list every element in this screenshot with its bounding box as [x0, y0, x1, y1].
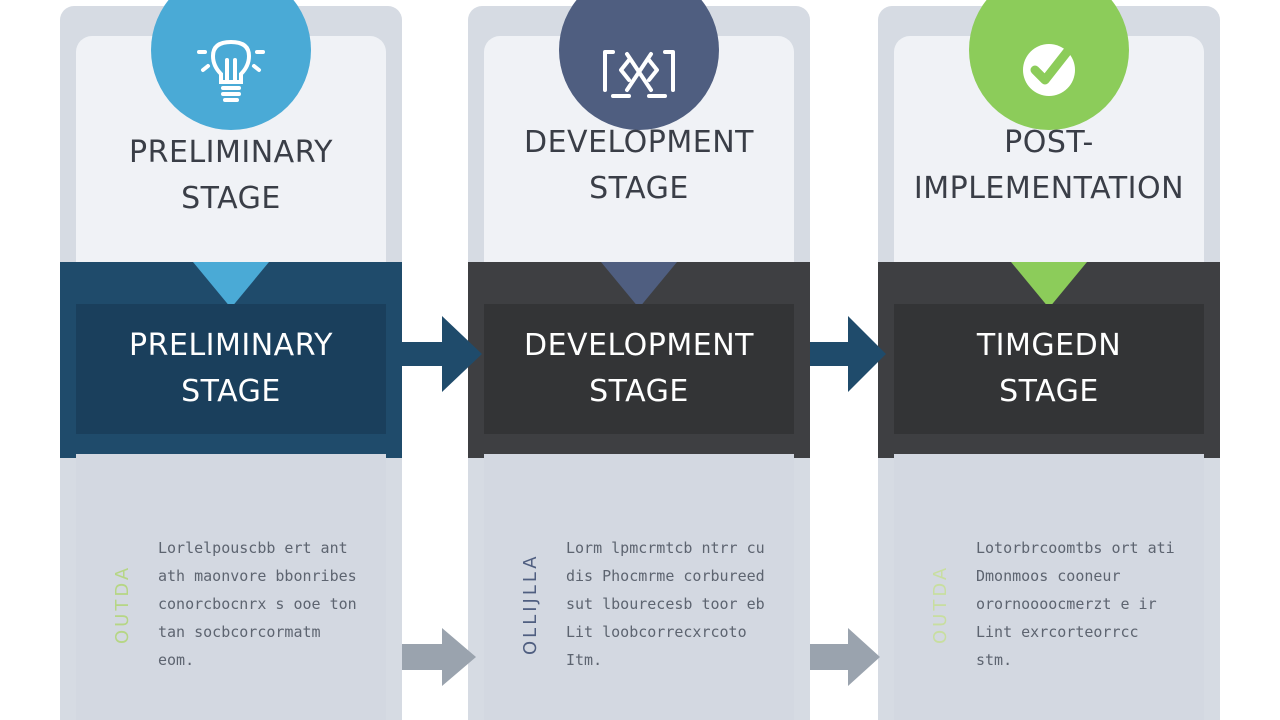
stage-description: Lorm lpmcrmtcb ntrr cu dis Phocmrme corb… — [566, 539, 765, 669]
stage-label-line1: DEVELOPMENT — [524, 328, 754, 363]
arrow-right-icon — [810, 316, 886, 392]
stage-column-preliminary: PRELIMINARY STAGE PRELIMINARY STAGE OUTD… — [60, 0, 402, 720]
side-label: OUTDA — [112, 564, 133, 644]
arrow-right-icon — [810, 628, 880, 686]
side-label: OUTDA — [930, 564, 951, 644]
stage-band: PRELIMINARY STAGE — [60, 262, 402, 458]
checkmark-icon — [969, 0, 1129, 130]
stage-description-panel: OUTDA Lotorbrcoomtbs ort ati Dmonmoos co… — [894, 454, 1204, 720]
stage-label-line1: PRELIMINARY — [129, 328, 333, 363]
stage-title: DEVELOPMENT STAGE — [524, 125, 754, 206]
stage-title: POST- IMPLEMENTATION — [913, 125, 1185, 206]
stage-label-line2: STAGE — [589, 374, 689, 409]
arrow-right-icon — [402, 316, 482, 392]
stage-column-development: DEVELOPMENT STAGE DEVELOPMENT STAGE OLLI… — [468, 0, 810, 720]
stage-description-panel: OUTDA Lorlelpouscbb ert ant ath maonvore… — [76, 454, 386, 720]
stage-band: DEVELOPMENT STAGE — [468, 262, 810, 458]
column-header-card: PRELIMINARY STAGE — [76, 0, 386, 264]
stage-band: TIMGEDN STAGE — [878, 262, 1220, 458]
side-label: OLLIJLLA — [520, 553, 541, 655]
column-header-card: POST- IMPLEMENTATION — [894, 0, 1204, 264]
column-header-card: DEVELOPMENT STAGE — [484, 0, 794, 264]
pointer-triangle — [1011, 262, 1087, 308]
pointer-triangle — [601, 262, 677, 308]
lightbulb-icon — [151, 0, 311, 130]
stage-description: Lotorbrcoomtbs ort ati Dmonmoos cooneur … — [976, 539, 1175, 669]
stage-label-box: TIMGEDN STAGE — [894, 304, 1204, 434]
stage-title: PRELIMINARY STAGE — [129, 135, 333, 216]
stage-label-line2: STAGE — [999, 374, 1099, 409]
stage-label-box: DEVELOPMENT STAGE — [484, 304, 794, 434]
pointer-triangle — [193, 262, 269, 308]
stage-description: Lorlelpouscbb ert ant ath maonvore bbonr… — [158, 539, 357, 669]
stage-description-panel: OLLIJLLA Lorm lpmcrmtcb ntrr cu dis Phoc… — [484, 454, 794, 720]
arrow-right-icon — [402, 628, 476, 686]
stage-column-post-implementation: POST- IMPLEMENTATION TIMGEDN STAGE OUTDA… — [878, 0, 1220, 720]
stage-label-box: PRELIMINARY STAGE — [76, 304, 386, 434]
code-tools-icon — [559, 0, 719, 130]
stage-label-line1: TIMGEDN — [976, 328, 1122, 363]
stage-label-line2: STAGE — [181, 374, 281, 409]
